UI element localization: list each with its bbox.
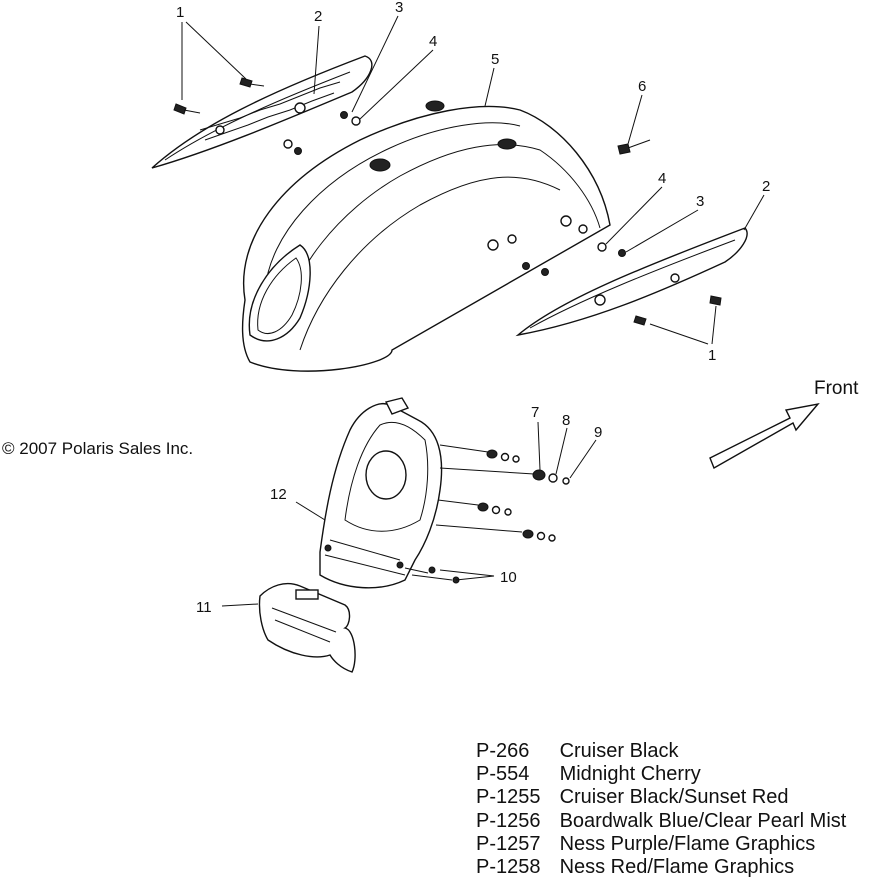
color-code: P-1256	[476, 809, 541, 832]
color-row: P-1258 Ness Red/Flame Graphics	[476, 856, 846, 879]
paint-color-list: P-266 Cruiser Black P-554 Midnight Cherr…	[476, 740, 846, 879]
color-row: P-1256 Boardwalk Blue/Clear Pearl Mist	[476, 810, 846, 833]
callout-8: 8	[562, 412, 570, 429]
color-name: Cruiser Black/Sunset Red	[559, 786, 789, 809]
callout-4-right: 4	[658, 170, 666, 187]
callout-5: 5	[491, 51, 499, 68]
color-code: P-1255	[476, 786, 541, 809]
color-code: P-266	[476, 740, 530, 762]
color-name: Cruiser Black	[559, 740, 679, 762]
trim-strip-left	[151, 55, 373, 169]
color-code: P-1257	[476, 832, 541, 855]
callout-1-upper: 1	[176, 4, 184, 21]
copyright-notice: © 2007 Polaris Sales Inc.	[2, 439, 194, 458]
color-code: P-1258	[476, 856, 541, 879]
front-arrow-icon	[709, 402, 820, 470]
front-fender	[241, 100, 611, 372]
hardware-stacks	[404, 444, 570, 584]
fender-bracket	[319, 397, 443, 589]
license-plate-bracket	[258, 582, 356, 673]
callout-2-upper: 2	[314, 8, 322, 25]
callout-4-upper: 4	[429, 33, 437, 50]
color-code: P-554	[476, 763, 530, 786]
callout-12: 12	[270, 486, 287, 503]
front-direction-label: Front	[814, 378, 859, 399]
color-row: P-1257 Ness Purple/Flame Graphics	[476, 833, 846, 856]
callout-9: 9	[594, 424, 602, 441]
leader-lines	[181, 15, 765, 607]
callout-6: 6	[638, 78, 646, 95]
callout-7: 7	[531, 404, 539, 421]
screws-upper-left	[173, 77, 361, 155]
color-name: Midnight Cherry	[559, 763, 701, 786]
trim-strip-right	[515, 227, 748, 337]
color-name: Ness Purple/Flame Graphics	[559, 832, 816, 855]
callout-1-right: 1	[708, 347, 716, 364]
callout-3-right: 3	[696, 193, 704, 210]
color-name: Ness Red/Flame Graphics	[559, 856, 795, 879]
callout-2-right: 2	[762, 178, 770, 195]
callout-3-upper: 3	[395, 0, 403, 16]
callout-11: 11	[196, 599, 212, 616]
color-name: Boardwalk Blue/Clear Pearl Mist	[559, 809, 847, 832]
color-row: P-266 Cruiser Black	[476, 740, 846, 763]
color-row: P-1255 Cruiser Black/Sunset Red	[476, 786, 846, 809]
color-row: P-554 Midnight Cherry	[476, 763, 846, 786]
callout-10: 10	[500, 569, 517, 586]
screws-right	[522, 139, 722, 326]
